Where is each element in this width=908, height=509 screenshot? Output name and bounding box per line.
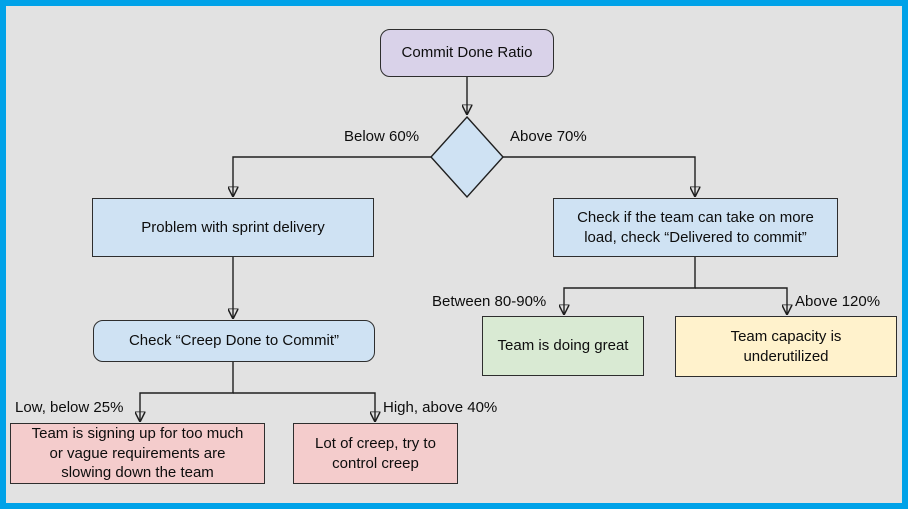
edge-check-creep-to-too-much-signup xyxy=(140,362,234,421)
edge-check-creep-to-lot-of-creep xyxy=(233,392,375,421)
edge-decision-to-take-more-load xyxy=(503,156,695,196)
node-commit-done-ratio: Commit Done Ratio xyxy=(380,29,554,77)
edge-decision-to-problem xyxy=(233,156,431,196)
edge-take-more-load-to-doing-great xyxy=(564,257,696,314)
edge-label-between-80-90: Between 80-90% xyxy=(432,293,547,310)
node-team-capacity-underutilized: Team capacity is underutilized xyxy=(675,316,897,377)
decision-diamond-node xyxy=(430,115,504,199)
node-team-doing-great: Team is doing great xyxy=(482,316,644,376)
edge-label-above-120: Above 120% xyxy=(795,293,881,310)
edge-label-high-above-40: High, above 40% xyxy=(383,399,498,416)
edge-label-above-70: Above 70% xyxy=(510,128,587,145)
node-team-signing-up-too-much: Team is signing up for too much or vague… xyxy=(10,423,265,484)
edge-take-more-load-to-underutilized xyxy=(695,287,787,314)
node-lot-of-creep: Lot of creep, try to control creep xyxy=(293,423,458,484)
edge-label-low-below-25: Low, below 25% xyxy=(15,399,124,416)
node-check-take-on-more-load: Check if the team can take on more load,… xyxy=(553,198,838,257)
node-check-creep-done-to-commit: Check “Creep Done to Commit” xyxy=(93,320,375,362)
edge-label-below-60: Below 60% xyxy=(344,128,420,145)
node-problem-with-sprint-delivery: Problem with sprint delivery xyxy=(92,198,374,257)
